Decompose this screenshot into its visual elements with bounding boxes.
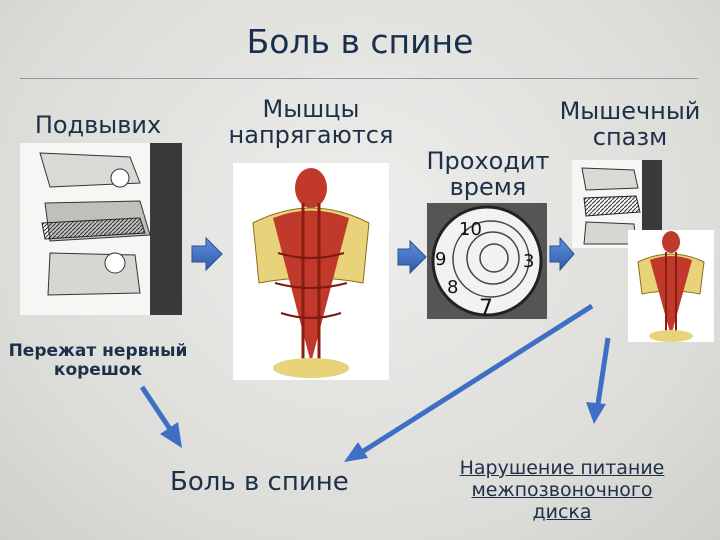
slide-title: Боль в спине (246, 22, 474, 61)
label-peregat: Пережат нервный корешок (8, 341, 188, 380)
svg-text:7: 7 (479, 296, 493, 319)
title-divider (20, 78, 698, 79)
svg-text:3: 3 (523, 251, 534, 272)
spine-xray-illustration (20, 143, 182, 315)
arrow-to-narushenie (595, 337, 611, 405)
back-muscles-small (628, 230, 714, 342)
svg-text:9: 9 (435, 249, 446, 270)
label-prohodit: Проходит время (426, 147, 550, 201)
label-spazm: Мышечный спазм (559, 97, 701, 151)
label-narushenie: Нарушение питание межпозвоночного диска (459, 457, 665, 523)
label-podvyvih: Подвывих (34, 111, 162, 139)
arrow-right-2 (397, 239, 427, 275)
arrow-right-1 (191, 236, 223, 272)
back-muscles-illustration (233, 163, 389, 380)
label-bol: Боль в спине (170, 467, 349, 497)
spine-xray-small (572, 160, 662, 248)
svg-text:10: 10 (459, 219, 482, 240)
svg-text:8: 8 (447, 277, 458, 298)
arrow-right-3 (549, 236, 575, 272)
arrow-to-bol-long (360, 303, 594, 455)
spiral-clock-illustration: 10 9 8 3 7 (427, 203, 547, 319)
label-myshcy: Мышцы напрягаются (228, 95, 394, 149)
arrow-to-bol (139, 385, 175, 434)
